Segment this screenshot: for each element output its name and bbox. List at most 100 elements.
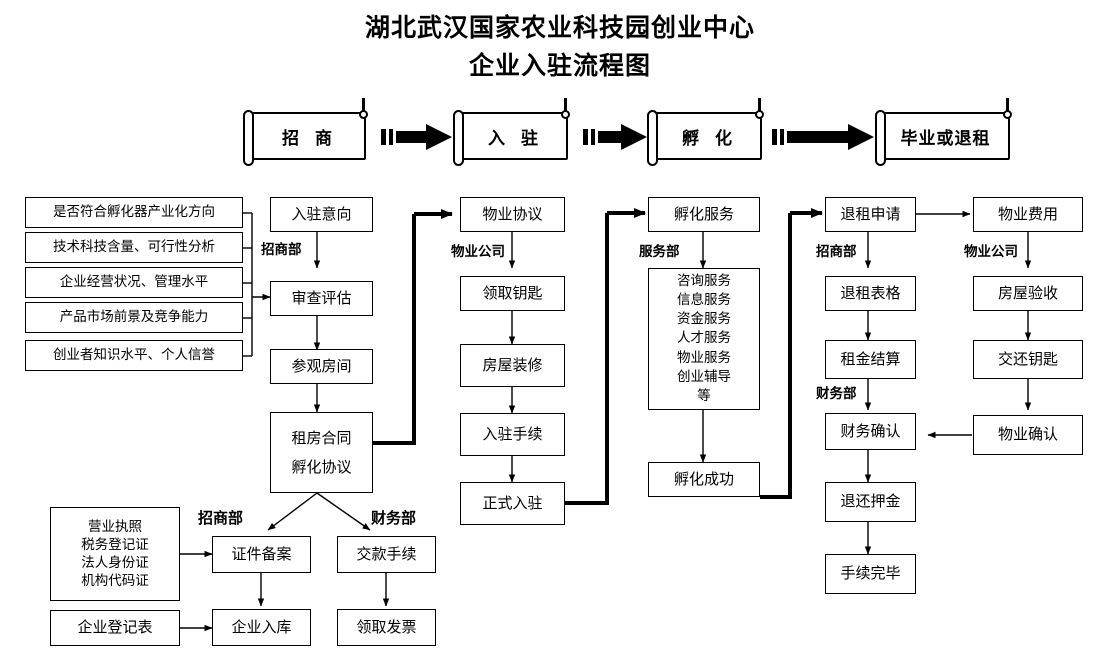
step-label: 孵化成功 — [673, 469, 734, 488]
service-list-box[interactable]: 咨询服务 信息服务 资金服务 人才服务 物业服务 创业辅导 等 — [648, 268, 760, 410]
connector-incubate-to-exit — [760, 213, 792, 499]
connector-settle-to-incubate — [565, 213, 609, 505]
step-rent-settlement[interactable]: 租金结算 — [825, 340, 916, 379]
step-label: 房屋验收 — [997, 283, 1058, 302]
registration-form-box[interactable]: 企业登记表 — [50, 610, 180, 646]
step-official-settle[interactable]: 正式入驻 — [460, 482, 565, 525]
stage-banner-label: 孵 化 — [682, 128, 737, 149]
step-property-confirm[interactable]: 物业确认 — [973, 415, 1083, 455]
criteria-box-3[interactable]: 企业经营状况、管理水平 — [25, 267, 243, 298]
step-lease-and-incubation-agreement[interactable]: 租房合同 孵化协议 — [270, 412, 373, 493]
step-label: 退还押金 — [840, 492, 901, 511]
service-item: 咨询服务 — [677, 272, 731, 289]
service-item: 人才服务 — [677, 330, 731, 347]
scroll-roll-icon — [453, 110, 464, 166]
step-property-fee[interactable]: 物业费用 — [973, 197, 1083, 232]
criteria-label: 技术科技含量、可行性分析 — [53, 238, 215, 255]
stage-banner-settle[interactable]: 入 驻 — [453, 98, 570, 166]
step-procedure-complete[interactable]: 手续完毕 — [825, 554, 916, 594]
step-property-agreement[interactable]: 物业协议 — [460, 197, 565, 232]
step-exit-application[interactable]: 退租申请 — [825, 197, 916, 232]
step-collect-keys[interactable]: 领取钥匙 — [460, 276, 565, 311]
step-visit-room[interactable]: 参观房间 — [270, 349, 373, 384]
scroll-knob-icon — [561, 98, 570, 119]
criteria-label: 是否符合孵化器产业化方向 — [53, 203, 215, 220]
stage-banner-label: 招 商 — [282, 128, 337, 149]
scroll-knob-icon — [755, 98, 764, 119]
step-label: 财务确认 — [840, 421, 901, 440]
dept-label-attract-3: 招商部 — [198, 509, 244, 527]
step-label: 物业协议 — [482, 204, 543, 223]
step-renovation[interactable]: 房屋装修 — [460, 344, 565, 387]
stage-banner-incubate[interactable]: 孵 化 — [647, 98, 764, 166]
step-incubation-service[interactable]: 孵化服务 — [648, 197, 760, 232]
scroll-knob-icon — [1003, 98, 1012, 119]
document-item: 营业执照 — [88, 518, 142, 535]
stage-arrow-3 — [772, 124, 874, 150]
step-finance-confirm[interactable]: 财务确认 — [825, 413, 916, 450]
step-enterprise-warehouse[interactable]: 企业入库 — [212, 609, 311, 646]
connector-contract-to-property — [373, 214, 416, 445]
step-label: 企业入库 — [231, 617, 292, 636]
criteria-box-5[interactable]: 创业者知识水平、个人信誉 — [25, 340, 243, 371]
step-label: 领取钥匙 — [482, 283, 543, 302]
dept-label-service: 服务部 — [639, 244, 680, 260]
stage-banner-graduate[interactable]: 毕业或退租 — [875, 98, 1012, 166]
stage-arrow-1 — [381, 124, 452, 150]
step-label: 退租表格 — [840, 283, 901, 302]
scroll-knob-icon — [359, 98, 368, 119]
page-title-line2: 企业入驻流程图 — [468, 51, 651, 80]
step-label: 租金结算 — [840, 349, 901, 368]
step-review-assess[interactable]: 审查评估 — [270, 281, 373, 316]
step-document-filing[interactable]: 证件备案 — [212, 536, 311, 573]
criteria-box-2[interactable]: 技术科技含量、可行性分析 — [25, 232, 243, 263]
document-item: 法人身份证 — [81, 555, 149, 571]
criteria-label: 产品市场前景及竞争能力 — [59, 308, 209, 325]
step-label: 房屋装修 — [482, 355, 543, 374]
dept-label-property-2: 物业公司 — [964, 244, 1018, 260]
criteria-box-4[interactable]: 产品市场前景及竞争能力 — [25, 302, 243, 333]
step-label: 正式入驻 — [482, 493, 543, 512]
scroll-roll-icon — [243, 110, 254, 166]
step-label: 退租申请 — [840, 204, 901, 223]
criteria-label: 创业者知识水平、个人信誉 — [53, 346, 215, 363]
step-label: 审查评估 — [291, 288, 352, 307]
step-house-inspection[interactable]: 房屋验收 — [973, 276, 1083, 311]
step-exit-form[interactable]: 退租表格 — [825, 276, 916, 311]
step-label: 参观房间 — [291, 356, 352, 375]
stage-arrow-2 — [583, 124, 647, 150]
step-deposit-refund[interactable]: 退还押金 — [825, 482, 916, 522]
step-label: 手续完毕 — [840, 564, 901, 583]
service-item: 物业服务 — [677, 349, 731, 366]
step-label: 领取发票 — [356, 617, 417, 636]
documents-box[interactable]: 营业执照 税务登记证 法人身份证 机构代码证 — [50, 507, 180, 601]
dept-label-attract-2: 招商部 — [816, 244, 857, 260]
step-settle-procedure[interactable]: 入驻手续 — [460, 413, 565, 456]
step-label: 孵化服务 — [673, 204, 734, 223]
service-item: 资金服务 — [677, 311, 731, 328]
dept-label-finance-1: 财务部 — [816, 386, 857, 402]
page-title-line1: 湖北武汉国家农业科技园创业中心 — [364, 13, 755, 42]
step-label: 物业费用 — [997, 204, 1058, 223]
stage-banner-label: 毕业或退租 — [900, 128, 991, 149]
step-return-keys[interactable]: 交还钥匙 — [973, 340, 1083, 379]
stage-banner-recruit[interactable]: 招 商 — [243, 98, 368, 166]
stage-banner-label: 入 驻 — [488, 128, 543, 149]
step-settle-intent[interactable]: 入驻意向 — [270, 197, 373, 232]
step-label: 证件备案 — [231, 544, 292, 563]
step-label: 入驻意向 — [291, 204, 352, 223]
contract-line-1: 租房合同 — [291, 429, 352, 447]
step-payment-procedure[interactable]: 交款手续 — [337, 536, 436, 573]
service-item: 信息服务 — [677, 292, 731, 309]
step-collect-invoice[interactable]: 领取发票 — [337, 609, 436, 646]
step-label: 入驻手续 — [482, 424, 543, 443]
criteria-box-1[interactable]: 是否符合孵化器产业化方向 — [25, 197, 243, 228]
criteria-bracket — [243, 212, 271, 357]
step-incubation-success[interactable]: 孵化成功 — [648, 462, 760, 497]
scroll-roll-icon — [647, 110, 658, 166]
registration-form-label: 企业登记表 — [77, 618, 153, 637]
connector-contract-fanout — [267, 492, 371, 531]
step-label: 交还钥匙 — [997, 349, 1058, 368]
dept-label-property-1: 物业公司 — [451, 244, 505, 260]
